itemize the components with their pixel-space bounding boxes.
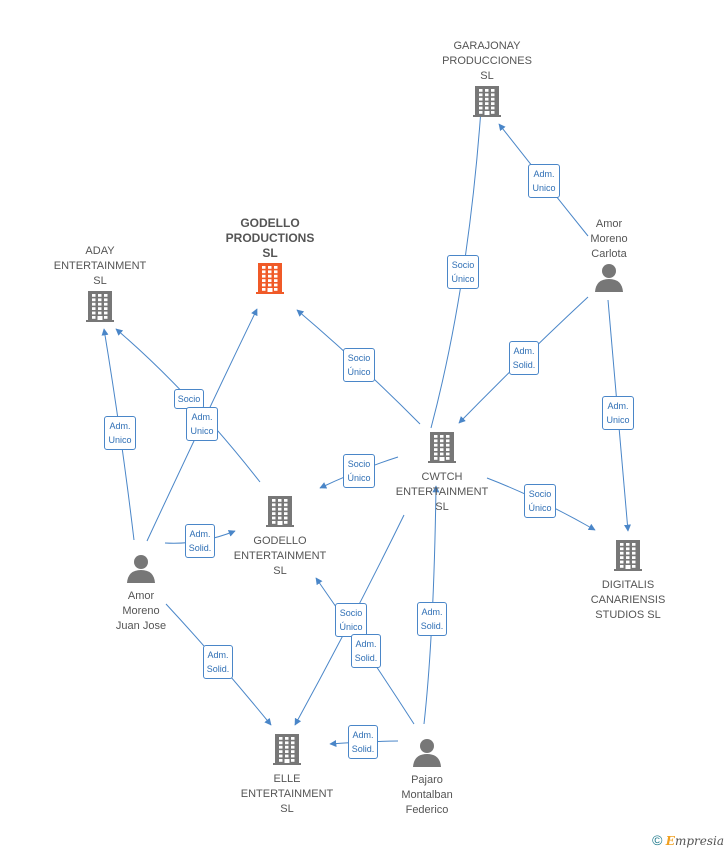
node-amor_juan[interactable]: Amor Moreno Juan Jose: [86, 553, 196, 634]
node-elle[interactable]: ELLE ENTERTAINMENT SL: [232, 732, 342, 817]
building-icon: [225, 494, 335, 528]
node-label: GARAJONAY PRODUCCIONES SL: [442, 40, 532, 82]
node-label: Amor Moreno Carlota: [590, 218, 628, 260]
edge-label-pajaro-to-godello_ent: Adm. Solid.: [350, 634, 382, 668]
edge-label-cwtch-to-garajonay: Socio Único: [447, 255, 479, 289]
building-icon: [215, 261, 325, 295]
brand-initial: E: [665, 834, 675, 848]
copyright-icon: ©: [652, 832, 663, 848]
node-godello_ent[interactable]: GODELLO ENTERTAINMENT SL: [225, 494, 335, 579]
edge-label-cwtch-to-digitalis: Socio Único: [524, 484, 556, 518]
edge-label-amor_juan-to-elle: Adm. Solid.: [202, 645, 234, 679]
node-label: ELLE ENTERTAINMENT SL: [240, 773, 334, 815]
node-label: CWTCH ENTERTAINMENT SL: [395, 471, 489, 513]
edge-label-amor_juan-to-godello_prod: Adm. Unico: [186, 407, 218, 441]
building-icon: [45, 289, 155, 323]
edge-label-cwtch-to-elle: Socio Único: [335, 603, 367, 637]
edge-label-amor_juan-to-aday: Adm. Unico: [104, 416, 136, 450]
edge-label-pajaro-to-cwtch: Adm. Solid.: [416, 602, 448, 636]
building-icon: [573, 538, 683, 572]
footer-brand: © Empresia: [652, 832, 724, 848]
node-label: Pajaro Montalban Federico: [401, 774, 453, 816]
node-label: GODELLO PRODUCTIONS SL: [225, 216, 315, 260]
edge-label-pajaro-to-elle: Adm. Solid.: [347, 725, 379, 759]
edge-label-amor_carlota-to-digitalis: Adm. Unico: [602, 396, 634, 430]
node-amor_carlota[interactable]: Amor Moreno Carlota: [554, 217, 664, 292]
edge-label-amor_juan-to-godello_ent: Adm. Solid.: [184, 524, 216, 558]
edge-label-amor_carlota-to-cwtch: Adm. Solid.: [508, 341, 540, 375]
edge-label-godello_ent-to-aday: Socio: [173, 389, 205, 409]
node-garajonay[interactable]: GARAJONAY PRODUCCIONES SL: [432, 39, 542, 118]
node-pajaro[interactable]: Pajaro Montalban Federico: [372, 737, 482, 818]
node-aday[interactable]: ADAY ENTERTAINMENT SL: [45, 244, 155, 323]
edge-label-cwtch-to-godello_ent: Socio Único: [343, 454, 375, 488]
edge-label-amor_carlota-to-garajonay: Adm. Unico: [528, 164, 560, 198]
edge-label-cwtch-to-godello_prod: Socio Único: [343, 348, 375, 382]
node-digitalis[interactable]: DIGITALIS CANARIENSIS STUDIOS SL: [573, 538, 683, 623]
person-icon: [86, 553, 196, 583]
node-label: Amor Moreno Juan Jose: [115, 590, 167, 632]
person-icon: [554, 262, 664, 292]
node-label: ADAY ENTERTAINMENT SL: [53, 245, 147, 287]
node-godello_prod[interactable]: GODELLO PRODUCTIONS SL: [215, 216, 325, 295]
building-icon: [387, 430, 497, 464]
person-icon: [372, 737, 482, 767]
node-cwtch[interactable]: CWTCH ENTERTAINMENT SL: [387, 430, 497, 515]
node-label: GODELLO ENTERTAINMENT SL: [233, 535, 327, 577]
building-icon: [232, 732, 342, 766]
node-label: DIGITALIS CANARIENSIS STUDIOS SL: [590, 579, 666, 621]
building-icon: [432, 84, 542, 118]
brand-name: mpresia: [674, 834, 724, 848]
